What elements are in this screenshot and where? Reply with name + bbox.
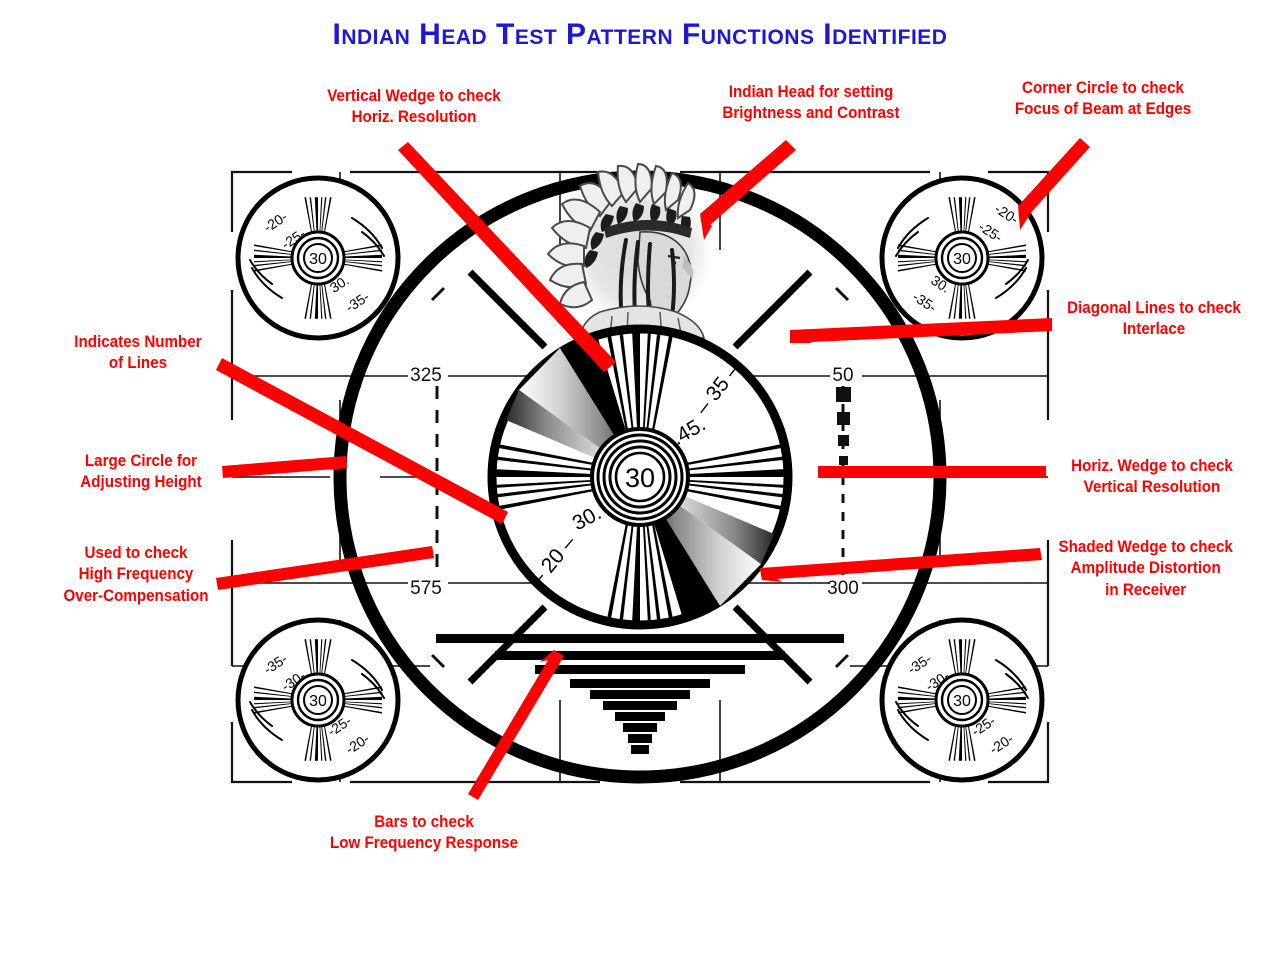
corner-bl-hub-label: 30 (309, 693, 327, 710)
line-count-300: 300 (827, 578, 859, 599)
diagonal-interlace-lines (467, 269, 813, 685)
corner-circle-bottom-left: -35- -30- -25- -20- 30 (235, 617, 401, 783)
page-title: Indian Head Test Pattern Functions Ident… (332, 18, 948, 51)
frame-grid (230, 170, 1050, 784)
callout-shaded-wedge: Shaded Wedge to check Amplitude Distorti… (1058, 538, 1233, 599)
corner-circle-top-left: -20- -25- 30. -35- 30 (235, 175, 401, 341)
corner-circle-top-right: -20- -25- 30. -35- 30 (879, 175, 1045, 341)
callout-arrows (216, 138, 1090, 800)
line-count-325: 325 (410, 365, 442, 386)
corner-tl-hub-label: 30 (309, 251, 327, 268)
callout-number-of-lines: Indicates Number of Lines (74, 333, 202, 373)
callout-bars-low-frequency: Bars to check Low Frequency Response (329, 813, 519, 853)
callout-indian-head: Indian Head for setting Brightness and C… (722, 83, 900, 123)
callout-high-frequency: Used to check High Frequency Over-Compen… (63, 544, 209, 605)
callout-corner-circle: Corner Circle to check Focus of Beam at … (1014, 79, 1192, 119)
callout-horiz-wedge: Horiz. Wedge to check Vertical Resolutio… (1071, 457, 1233, 497)
corner-br-hub-label: 30 (953, 693, 971, 710)
line-count-575: 575 (410, 578, 442, 599)
center-hub-label: 30 (625, 463, 655, 493)
line-count-labels: 325 575 50 300 (410, 365, 859, 599)
center-hub: 30 (590, 427, 690, 527)
corner-tr-hub-label: 30 (953, 251, 971, 268)
callout-vertical-wedge: Vertical Wedge to check Horiz. Resolutio… (327, 87, 501, 127)
callout-diagonal-lines: Diagonal Lines to check Interlace (1067, 299, 1241, 339)
corner-circle-bottom-right: -35- -30- -25- -20- 30 (879, 617, 1045, 783)
callout-large-circle: Large Circle for Adjusting Height (80, 452, 202, 492)
resolution-dashed-right (836, 386, 851, 578)
center-resolution-circle: – 35 – .45. 30. – 20 – 30 (487, 324, 793, 630)
low-frequency-bar-stack (436, 634, 844, 754)
line-count-50: 50 (832, 365, 853, 386)
corner-diagonal-ticks (430, 286, 850, 669)
